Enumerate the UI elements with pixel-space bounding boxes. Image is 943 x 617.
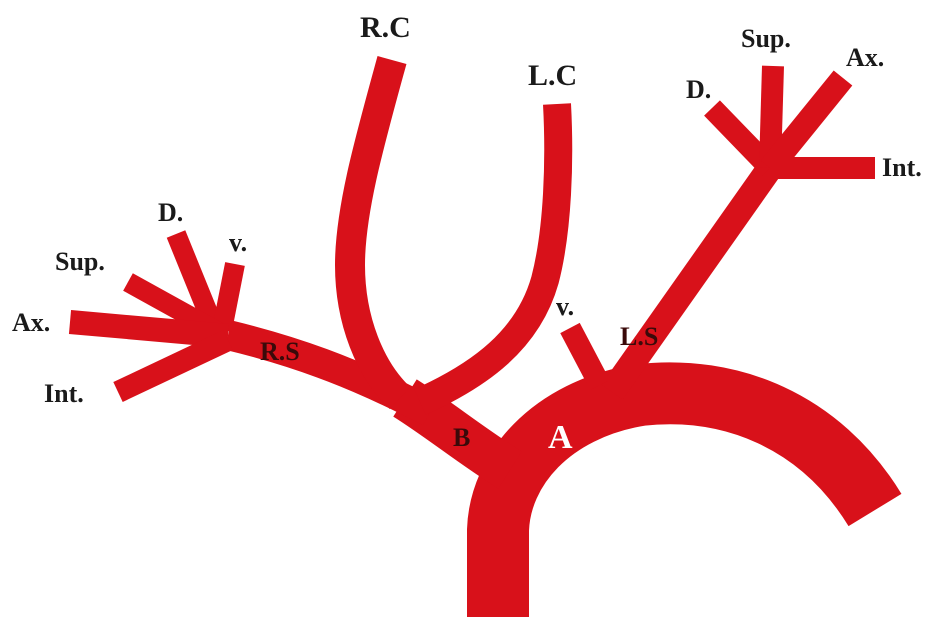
right-subclavian	[228, 335, 430, 412]
label-right-ax: Ax.	[846, 43, 884, 72]
label-right-d: D.	[686, 75, 711, 104]
label-left-ax: Ax.	[12, 308, 50, 337]
label-ls: L.S	[620, 322, 658, 351]
right-branch-int	[118, 340, 228, 392]
label-rs: R.S	[260, 337, 300, 366]
left-subclavian	[612, 168, 770, 392]
left-vertebral	[570, 328, 600, 385]
label-rc: R.C	[360, 11, 411, 44]
label-left-sup: Sup.	[55, 247, 105, 276]
left-common-carotid	[420, 104, 558, 402]
label-left-v: v.	[229, 228, 247, 257]
label-left-int: Int.	[44, 379, 84, 408]
right-branch-ax	[70, 322, 228, 336]
label-right-sup: Sup.	[741, 24, 791, 53]
label-a: A	[548, 419, 573, 456]
label-lc: L.C	[528, 59, 577, 92]
label-left-d: D.	[158, 198, 183, 227]
label-mid-v: v.	[556, 292, 574, 321]
label-b: B	[453, 423, 470, 452]
right-common-carotid	[350, 60, 400, 398]
label-right-int: Int.	[882, 153, 922, 182]
right-branch-v	[222, 264, 235, 330]
